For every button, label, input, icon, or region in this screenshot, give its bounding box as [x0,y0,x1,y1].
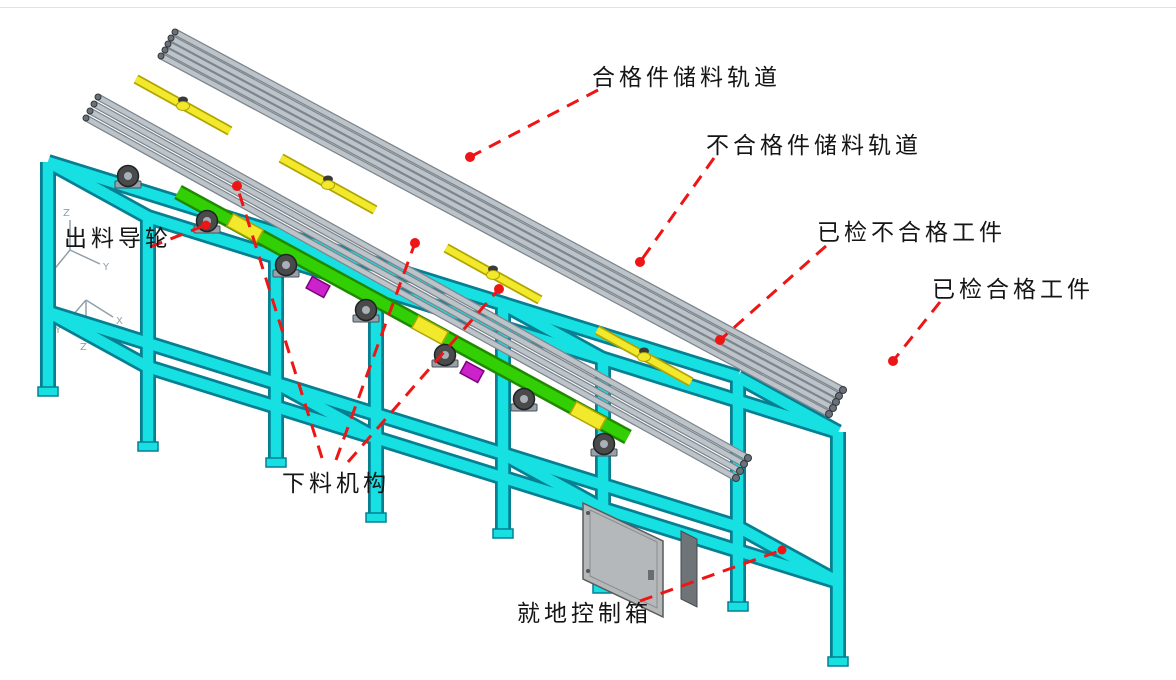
control-box-panel [582,501,698,619]
label-inspected-unqualified-workpiece: 已检不合格工件 [817,220,1006,246]
axis-z-label-2: Z [80,342,87,353]
label-local-control-box: 就地控制箱 [517,601,652,627]
label-discharge-guide-wheel: 出料导轮 [64,226,172,252]
axis-z-label: Z [63,208,70,219]
leader-dot [715,335,725,345]
leader-dot [777,545,787,555]
leader-dot [494,284,504,294]
leader-dot [410,238,420,248]
leader-qualified-workpiece [891,301,942,362]
adjuster-screws [176,96,651,362]
label-blanking-mechanism: 下料机构 [282,471,390,497]
label-unqualified-storage-rail: 不合格件储料轨道 [706,133,922,159]
tube-end-caps [82,28,847,482]
pusher-blocks [305,275,485,384]
axis-y-label: Y [102,262,110,273]
leader-qualified-rail [469,88,599,159]
leader-dot [201,220,211,230]
label-inspected-qualified-workpiece: 已检合格工件 [932,277,1094,303]
leader-unqualified-workpiece [719,244,827,342]
leader-dot [232,181,242,191]
leader-blanking-3 [235,185,324,459]
leader-lines [149,88,942,603]
leader-dot [465,152,475,162]
leader-discharge-wheel [149,223,207,249]
beam-slide-blocks [225,212,608,432]
leader-dot [635,257,645,267]
leader-control-box [639,548,783,603]
leader-blanking-1 [334,242,417,461]
leader-blanking-2 [346,288,501,463]
leader-unqualified-rail [638,157,716,263]
guide-wheel [114,164,142,189]
axis-x-label-2: X [116,316,123,327]
leader-dot [888,356,898,366]
top-border-line [0,7,1176,8]
axis-y-label-2: Y [54,325,62,336]
label-qualified-storage-rail: 合格件储料轨道 [592,65,781,91]
